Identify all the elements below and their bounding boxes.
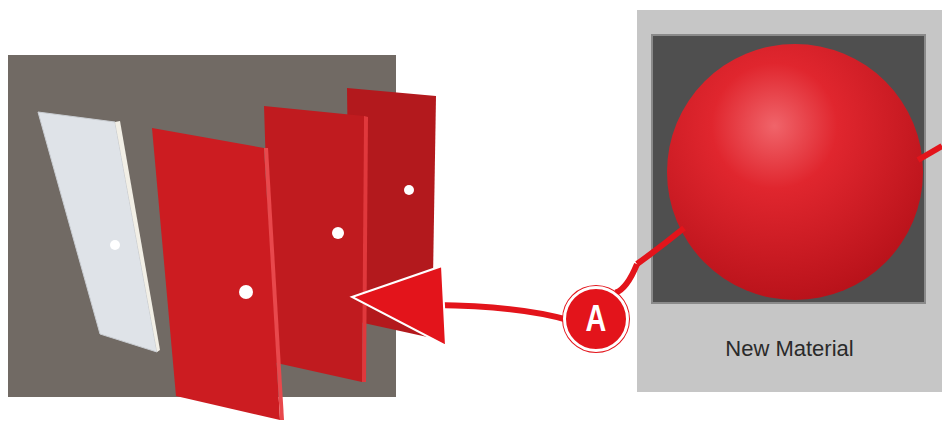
door-knob [332, 227, 344, 239]
leader-line [616, 264, 637, 293]
door-knob [110, 240, 120, 250]
material-panel: New Material [637, 10, 942, 392]
leader-line [637, 228, 684, 264]
callout-circle: A [563, 286, 629, 352]
callout-letter: A [586, 301, 607, 337]
door-knob [239, 285, 253, 299]
arrow-head [352, 266, 446, 346]
arrow-line [435, 305, 568, 320]
red-door [152, 128, 280, 420]
material-name: New Material [637, 336, 942, 362]
door-edge [264, 148, 284, 420]
door-edge [115, 121, 160, 352]
leader-line [918, 146, 942, 160]
door-knob [404, 185, 414, 195]
material-thumbnail [652, 35, 925, 303]
material-sphere [667, 44, 923, 300]
door-edge [362, 116, 368, 382]
material-panel [637, 10, 942, 392]
